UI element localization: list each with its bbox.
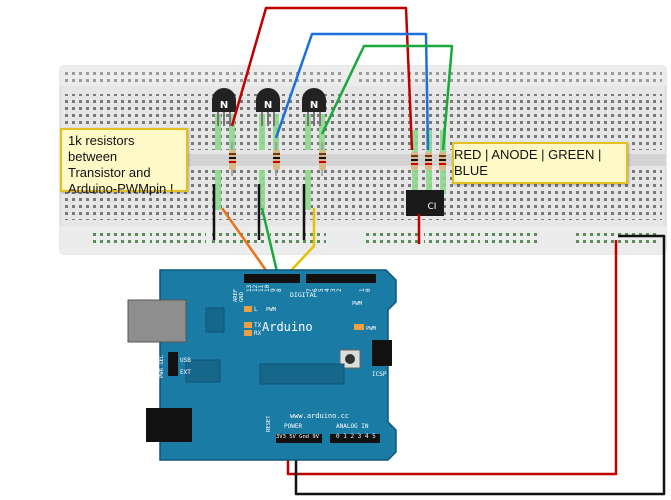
rgb-led-label: CI [428,202,437,212]
transistor-1-label: N [220,100,228,111]
wire-blue [274,32,430,151]
resistor-5 [425,152,432,170]
digital-pin-label: 11 [258,284,265,292]
arduino-brand: Arduino [262,320,313,334]
resistor-3 [319,142,326,176]
rx-label: RX [254,330,262,337]
breadboard-power-rail [90,232,656,246]
digital-pin-label: 6 [312,288,319,292]
aref-label: AREF [233,289,239,302]
digital-header [244,274,300,283]
transistor-2-label: N [264,100,272,111]
wire-green-bottom [260,207,280,277]
transistor-1: N [212,88,236,126]
arduino-board: Arduino www.arduino.cc DIGITAL AREF GND … [127,269,397,461]
led-pins-note: RED | ANODE | GREEN | BLUE [452,142,628,184]
resistor-2 [273,142,280,176]
digital-header-2 [306,274,376,283]
arduino-website: www.arduino.cc [290,412,349,420]
digital-pin-label: 4 [324,288,331,292]
digital-pin-label: 2 [336,288,343,292]
digital-pin-label: 3 [330,288,337,292]
resistors [229,142,446,176]
led-pins-note-text: RED | ANODE | GREEN | BLUE [454,147,602,178]
reset-label: RESET [266,415,272,432]
digital-pin-label: 10 [264,284,271,292]
power-pins-label: 3V3 5V Gnd 9V [276,434,320,440]
wire-red-top [230,6,414,151]
wire-orange [220,207,272,277]
analog-pins-label: 0 1 2 3 4 5 [336,433,376,440]
active-columns [215,114,446,210]
digital-pin-label: 9 [270,288,277,292]
transistor-2: N [256,88,280,126]
pwr-sel-jumper [168,352,178,376]
resistor-note-line-1: 1k resistors between [68,133,135,164]
resistor-6 [439,152,446,170]
pwr-sel-label: PWR SEL [159,354,165,378]
analog-header [330,434,380,443]
power-jack [146,408,192,442]
resistor-note-line-2: Transistor and [68,165,151,180]
digital-pin-label: 8 [276,288,283,292]
digital-pin-label: 1 [359,288,366,292]
pwm-label-3: PWM [366,326,377,332]
digital-pin-label: 13 [246,284,253,292]
wire-yellow [285,208,316,277]
wire-green-top [320,44,454,151]
usb-connector [127,299,187,343]
digital-pin-label: 12 [252,284,259,292]
digital-pin-label: 7 [306,288,313,292]
resistor-note: 1k resistors between Transistor and Ardu… [60,128,188,196]
wire-black-gnd [294,234,666,496]
transistor-3-label: N [310,100,318,111]
digital-pin-label: 0 [365,288,372,292]
rgb-led: CI [406,190,444,216]
digital-label: DIGITAL [290,291,317,299]
resistor-note-line-3: Arduino-PWMpin ! [68,181,174,196]
usb-label: USB [180,357,191,364]
analog-label: ANALOG IN [336,423,369,430]
resistor-1 [229,142,236,176]
l-label: L [254,306,258,313]
power-header [276,434,322,443]
icsp-label: ICSP [372,371,387,378]
tx-label: TX [254,322,262,329]
pwm-label-1: PWM [266,307,277,313]
digital-pin-label: 5 [318,288,325,292]
power-label: POWER [284,423,302,430]
gnd-label: GND [239,292,245,302]
pwm-label-2: PWM [352,301,363,307]
ext-label: EXT [180,369,191,376]
transistor-3: N [302,88,326,126]
resistor-4 [411,152,418,170]
icsp-header [372,340,392,366]
